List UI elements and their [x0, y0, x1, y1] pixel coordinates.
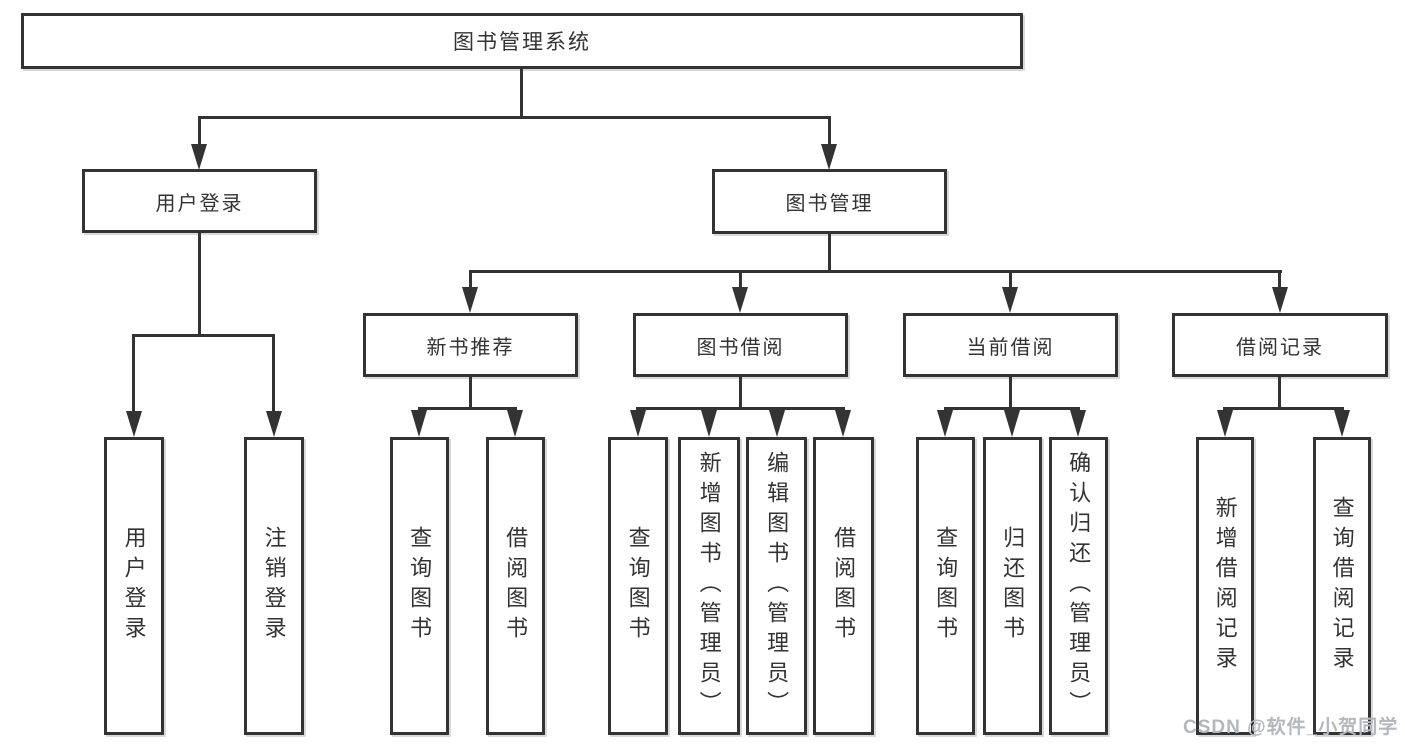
leaf-user-login: 用户登录	[104, 437, 164, 735]
arrow-down-icon	[821, 144, 837, 170]
arrow-down-icon	[937, 410, 953, 437]
node-user-login: 用户登录	[82, 169, 317, 233]
leaf-label: 查询图书	[407, 526, 433, 646]
connector-user-login-branch	[132, 334, 275, 337]
arrow-down-icon	[1334, 410, 1350, 437]
connector-root-stem	[520, 69, 523, 119]
leaf-label: 查询借阅记录	[1329, 496, 1355, 676]
leaf-label: 编辑图书（管理员）	[764, 451, 790, 721]
connector-newrec-branch	[418, 407, 517, 410]
arrow-down-icon	[1002, 287, 1018, 313]
node-new-book-recommend: 新书推荐	[363, 313, 578, 377]
arrow-down-icon	[411, 410, 427, 437]
node-book-management-label: 图书管理	[785, 193, 874, 215]
connector-book-mgmt-branch	[469, 270, 1282, 273]
arrow-down-icon	[732, 287, 748, 313]
connector-current-branch	[944, 407, 1080, 410]
leaf-logout-login: 注销登录	[244, 437, 304, 735]
arrow-down-icon	[630, 410, 646, 437]
connector-section-stub	[1278, 270, 1281, 290]
node-book-borrow: 图书借阅	[633, 313, 848, 377]
watermark-csdn: CSDN @软件_小贺同学	[1183, 717, 1399, 738]
leaf-confirm-return-admin: 确认归还（管理员）	[1049, 437, 1108, 735]
arrow-down-icon	[1272, 287, 1288, 313]
node-borrow-records-label: 借阅记录	[1236, 336, 1324, 359]
connector-book-mgmt-stub	[828, 116, 831, 147]
node-root-label: 图书管理系统	[453, 31, 591, 54]
connector-section-stub	[469, 270, 472, 290]
leaf-label: 用户登录	[121, 526, 147, 646]
leaf-label: 借阅图书	[831, 526, 857, 646]
connector-book-mgmt-stem	[828, 234, 831, 272]
leaf-edit-book-admin: 编辑图书（管理员）	[746, 437, 807, 735]
connector-section-stub	[739, 270, 742, 290]
arrow-down-icon	[1217, 410, 1233, 437]
connector-borrow-branch	[636, 407, 845, 410]
connector-user-login-stem	[198, 233, 201, 336]
leaf-label: 注销登录	[261, 526, 287, 646]
arrow-down-icon	[191, 144, 207, 170]
arrow-down-icon	[126, 411, 142, 437]
leaf-query-borrow-record: 查询借阅记录	[1313, 437, 1371, 735]
node-current-borrow-label: 当前借阅	[966, 336, 1055, 359]
node-new-book-recommend-label: 新书推荐	[426, 336, 515, 359]
leaf-query-book-recommend: 查询图书	[390, 437, 449, 735]
leaf-return-book: 归还图书	[983, 437, 1042, 735]
connector-user-login-stub	[198, 116, 201, 147]
arrow-down-icon	[701, 410, 717, 437]
leaf-label: 新增图书（管理员）	[696, 451, 722, 721]
leaf-add-borrow-record: 新增借阅记录	[1196, 437, 1254, 735]
arrow-down-icon	[507, 410, 523, 437]
node-current-borrow: 当前借阅	[903, 313, 1118, 377]
connector-root-branch	[198, 116, 831, 119]
node-borrow-records: 借阅记录	[1172, 313, 1388, 377]
connector-records-branch	[1223, 407, 1344, 410]
leaf-label: 借阅图书	[503, 526, 529, 646]
node-root-system: 图书管理系统	[21, 13, 1023, 69]
node-book-management: 图书管理	[712, 169, 947, 234]
connector-records-stem	[1278, 377, 1281, 409]
connector-current-stem	[1009, 377, 1012, 409]
arrow-down-icon	[1004, 410, 1020, 437]
arrow-down-icon	[835, 410, 851, 437]
node-book-borrow-label: 图书借阅	[696, 336, 785, 359]
connector-section-stub	[1009, 270, 1012, 290]
leaf-borrow-book: 借阅图书	[813, 437, 874, 735]
connector-leaf-stub	[272, 334, 275, 414]
leaf-label: 查询图书	[625, 526, 651, 646]
leaf-query-book-borrow: 查询图书	[608, 437, 668, 735]
connector-leaf-stub	[132, 334, 135, 414]
leaf-borrow-book-recommend: 借阅图书	[486, 437, 545, 735]
connector-newrec-stem	[469, 377, 472, 409]
leaf-label: 查询图书	[933, 526, 959, 646]
arrow-down-icon	[769, 410, 785, 437]
leaf-add-book-admin: 新增图书（管理员）	[678, 437, 740, 735]
leaf-label: 新增借阅记录	[1212, 496, 1238, 676]
arrow-down-icon	[1070, 410, 1086, 437]
connector-borrow-stem	[739, 377, 742, 409]
leaf-query-book-current: 查询图书	[916, 437, 975, 735]
arrow-down-icon	[462, 287, 478, 313]
leaf-label: 归还图书	[1000, 526, 1026, 646]
node-user-login-label: 用户登录	[155, 192, 244, 215]
leaf-label: 确认归还（管理员）	[1066, 451, 1092, 721]
arrow-down-icon	[266, 411, 282, 437]
